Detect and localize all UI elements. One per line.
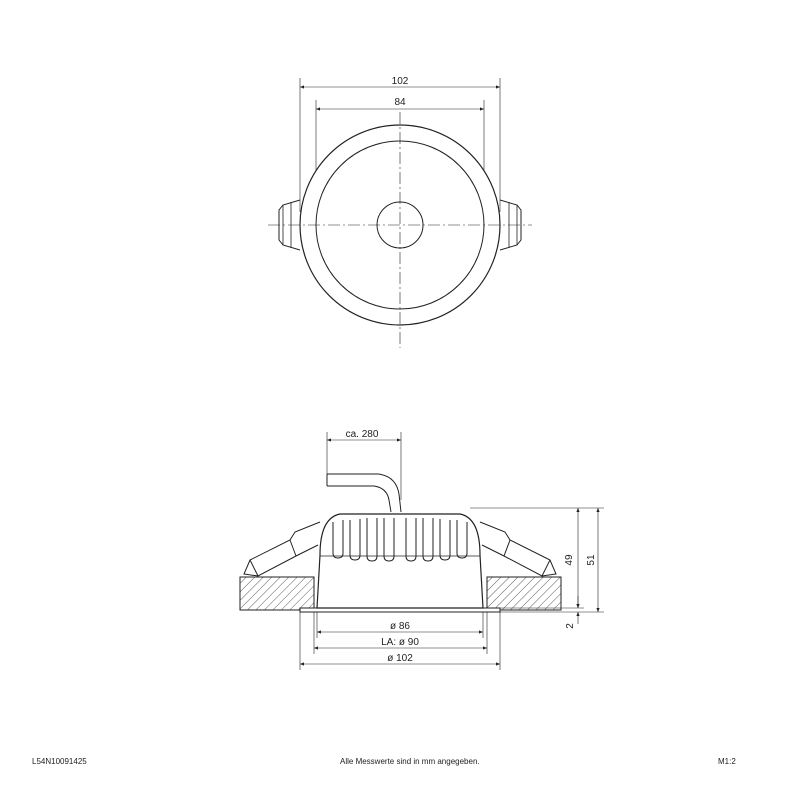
spring-clip-right bbox=[499, 199, 522, 251]
dim-label-cable: ca. 280 bbox=[346, 429, 379, 440]
dim-label-84: 84 bbox=[394, 97, 406, 108]
measurement-note: Alle Messwerte sind in mm angegeben. bbox=[340, 757, 480, 766]
cable bbox=[327, 473, 402, 513]
dim-label-102: 102 bbox=[392, 76, 409, 87]
article-number: L54N10091425 bbox=[32, 757, 87, 766]
dim-label-d102: ø 102 bbox=[387, 653, 413, 664]
housing bbox=[316, 513, 484, 609]
dim-label-d86: ø 86 bbox=[390, 621, 410, 632]
top-view bbox=[268, 78, 532, 348]
ceiling-section-left bbox=[239, 576, 315, 611]
scale-label: M1:2 bbox=[718, 757, 736, 766]
side-view bbox=[239, 432, 604, 670]
dim-label-49: 49 bbox=[564, 554, 575, 566]
dim-label-2: 2 bbox=[565, 623, 576, 629]
spring-clip-left-side bbox=[243, 521, 321, 577]
ceiling-section-right bbox=[486, 576, 562, 611]
dim-label-la90: LA: ø 90 bbox=[381, 637, 419, 648]
dim-label-51: 51 bbox=[586, 554, 597, 566]
spring-clip-right-side bbox=[479, 521, 557, 577]
cooling-fins bbox=[332, 518, 468, 562]
